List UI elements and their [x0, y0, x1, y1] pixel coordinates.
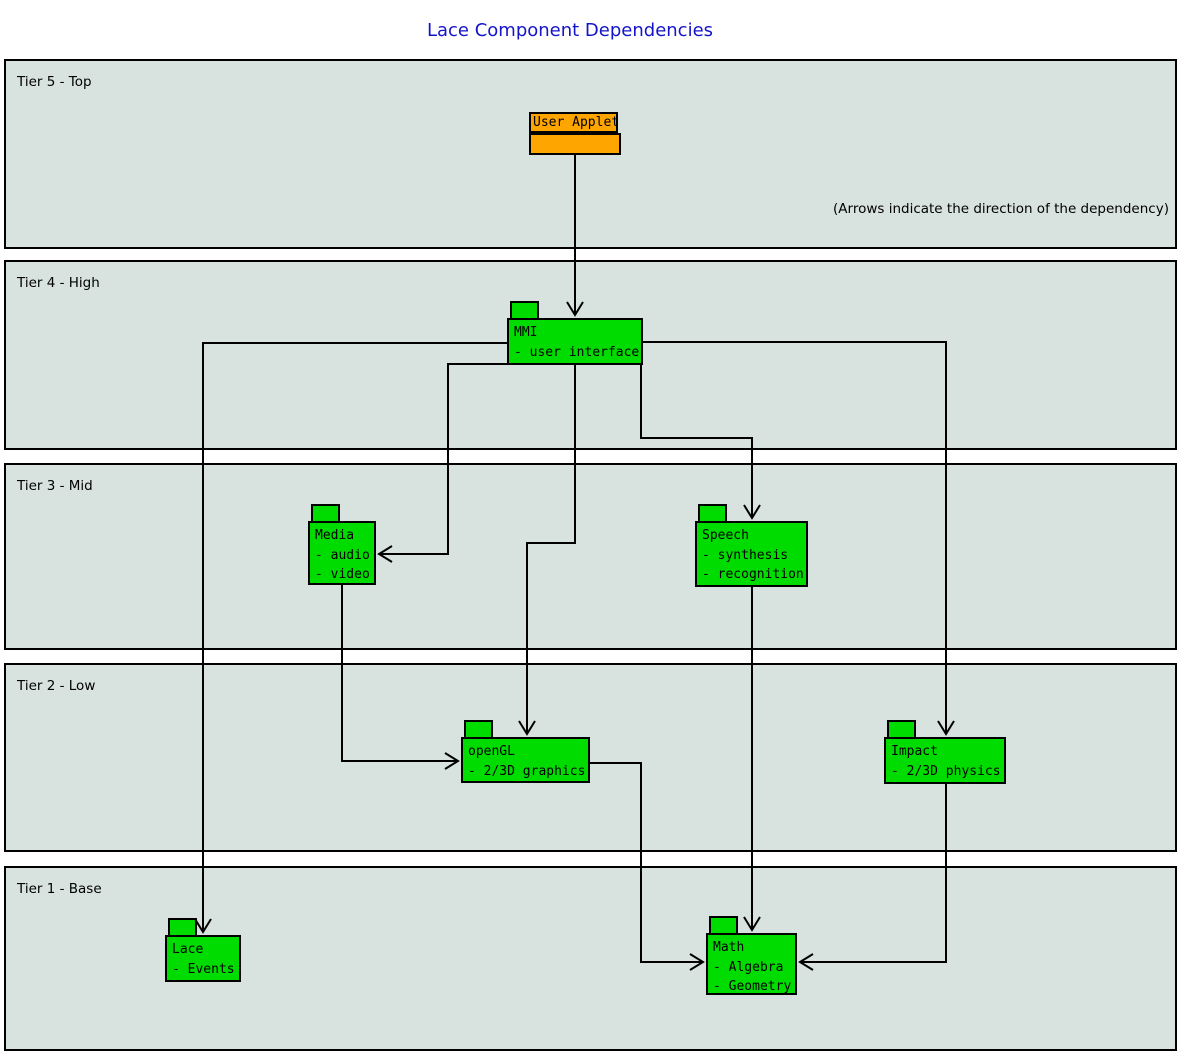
- component-impact: Impact - 2/3D physics: [884, 737, 1006, 784]
- component-math-tab: [709, 916, 738, 935]
- component-detail: - Geometry: [713, 979, 792, 994]
- tier-4-band: Tier 4 - High: [4, 260, 1177, 450]
- component-mmi-tab: [510, 301, 539, 320]
- dependency-direction-note: (Arrows indicate the direction of the de…: [833, 201, 1169, 217]
- component-detail: - Algebra: [713, 959, 784, 975]
- component-name: Impact: [891, 744, 938, 759]
- component-name: Lace: [172, 942, 204, 957]
- component-speech: Speech - synthesis - recognition: [695, 521, 808, 587]
- component-name: openGL: [468, 744, 515, 759]
- component-lace: Lace - Events: [165, 935, 241, 982]
- component-media: Media - audio - video: [308, 521, 376, 585]
- component-user-applet-body: [529, 133, 621, 155]
- component-mmi: MMI - user interface: [507, 318, 643, 365]
- component-detail: - 2/3D graphics: [468, 763, 586, 779]
- tier-5-label: Tier 5 - Top: [17, 74, 92, 90]
- tier-4-label: Tier 4 - High: [17, 275, 100, 291]
- component-name: Speech: [702, 528, 749, 543]
- tier-1-label: Tier 1 - Base: [17, 881, 102, 897]
- component-detail: - video: [315, 567, 370, 582]
- diagram-title: Lace Component Dependencies: [426, 20, 714, 41]
- component-opengl: openGL - 2/3D graphics: [461, 737, 590, 783]
- tier-3-label: Tier 3 - Mid: [17, 478, 93, 494]
- component-detail: - 2/3D physics: [891, 763, 1001, 779]
- component-math: Math - Algebra - Geometry: [706, 933, 797, 995]
- component-name: MMI: [514, 325, 538, 340]
- component-user-applet: User Applet: [529, 112, 619, 133]
- component-detail: - user interface: [514, 344, 640, 360]
- component-detail: - synthesis: [702, 547, 789, 563]
- component-detail: - recognition: [702, 567, 804, 582]
- component-detail: - Events: [172, 961, 235, 977]
- component-detail: - audio: [315, 547, 370, 563]
- tier-2-label: Tier 2 - Low: [17, 678, 96, 694]
- component-name: Media: [315, 528, 355, 543]
- tier-3-band: Tier 3 - Mid: [4, 463, 1177, 650]
- component-name: Math: [713, 940, 745, 955]
